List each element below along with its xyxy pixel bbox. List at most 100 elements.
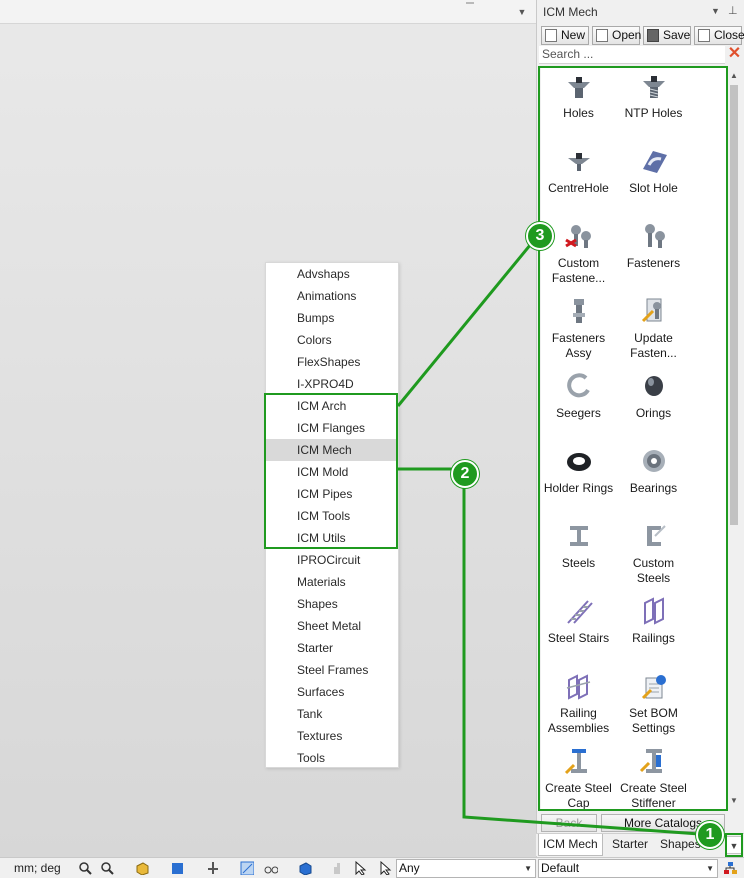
tile-label: Create Steel Cap	[545, 781, 612, 810]
tab-starter[interactable]: Starter	[612, 837, 649, 851]
scroll-up-icon[interactable]: ▲	[730, 71, 738, 80]
catalog-item[interactable]: Sheet Metal	[297, 619, 362, 633]
catalog-item-icm-mold[interactable]: ICM Mold	[297, 465, 349, 479]
style-select[interactable]: Default ▼	[538, 859, 718, 878]
custom-fasteners-icon	[564, 225, 591, 248]
tile-label: Holes	[563, 106, 594, 120]
chevron-down-icon: ▼	[524, 864, 532, 873]
catalog-tile-set-bom-settings[interactable]: Set BOM Settings	[616, 667, 691, 737]
catalog-item-icm-utils[interactable]: ICM Utils	[297, 531, 346, 545]
tab-shapes[interactable]: Shapes	[660, 837, 701, 851]
catalog-tile-centrehole[interactable]: CentreHole	[541, 142, 616, 212]
catalog-tile-slot-hole[interactable]: Slot Hole	[616, 142, 691, 212]
open-button[interactable]: Open	[592, 26, 641, 45]
catalog-tile-update-fasteners[interactable]: Update Fasten...	[616, 292, 691, 362]
pin-icon[interactable]: ⊥	[728, 5, 738, 17]
catalog-tile-bearings[interactable]: Bearings	[616, 442, 691, 512]
tab-icm-mech[interactable]: ICM Mech	[538, 834, 603, 856]
catalog-item[interactable]: Bumps	[297, 311, 335, 325]
chevron-down-icon[interactable]: ▼	[517, 7, 527, 17]
catalog-item[interactable]: Shapes	[297, 597, 338, 611]
catalog-item[interactable]: Tank	[297, 707, 323, 721]
tile-label: Steel Stairs	[547, 631, 610, 645]
catalog-tile-steel-stairs[interactable]: Steel Stairs	[541, 592, 616, 662]
ntp-hole-icon	[642, 76, 665, 98]
catalog-dropdown-button[interactable]: ▼	[726, 836, 742, 854]
catalog-tile-railing-assemblies[interactable]: Railing Assemblies	[541, 667, 616, 737]
catalog-item[interactable]: Textures	[297, 729, 343, 743]
catalog-tile-create-steel-stiffener[interactable]: Create Steel Stiffener	[616, 742, 691, 810]
fasteners-assy-icon	[572, 299, 585, 323]
catalog-tile-custom-steels[interactable]: Custom Steels	[616, 517, 691, 587]
catalog-item[interactable]: Colors	[297, 333, 332, 347]
catalog-item[interactable]: Starter	[297, 641, 334, 655]
tile-label: Update Fasten...	[630, 331, 677, 360]
filter-pointer-icon[interactable]	[378, 861, 392, 875]
save-button[interactable]: Save	[643, 26, 691, 45]
back-button[interactable]: Back	[541, 814, 597, 832]
network-icon[interactable]	[723, 861, 737, 875]
catalog-item[interactable]: I-XPRO4D	[297, 377, 354, 391]
catalog-item-icm-mech[interactable]: ICM Mech	[266, 439, 398, 461]
steel-stairs-icon	[566, 600, 593, 624]
close-button[interactable]: Close	[694, 26, 744, 45]
grid-scrollbar[interactable]: ▲ ▼	[727, 67, 741, 810]
catalog-item[interactable]: Tools	[297, 751, 326, 765]
render-mode-icon[interactable]	[170, 861, 184, 875]
catalog-tile-steels[interactable]: Steels	[541, 517, 616, 587]
catalog-item[interactable]: FlexShapes	[297, 355, 361, 369]
new-file-icon	[545, 29, 557, 42]
tile-label: CentreHole	[548, 181, 609, 195]
bearing-icon	[642, 450, 665, 472]
tile-label: Bearings	[629, 481, 678, 495]
catalog-tile-orings[interactable]: Orings	[616, 367, 691, 437]
header-divider	[466, 0, 474, 4]
clear-search-icon[interactable]: ✕	[727, 45, 742, 62]
tile-label: Custom Steels	[632, 556, 675, 585]
scrollbar-thumb[interactable]	[730, 85, 738, 525]
new-button[interactable]: New	[541, 26, 589, 45]
railing-icon	[643, 597, 664, 625]
catalog-tile-custom-fasteners[interactable]: Custom Fastene...	[541, 217, 616, 287]
catalog-item-icm-tools[interactable]: ICM Tools	[297, 509, 351, 523]
plane-icon[interactable]	[240, 861, 254, 875]
catalog-item[interactable]: Surfaces	[297, 685, 345, 699]
catalog-item-icm-arch[interactable]: ICM Arch	[297, 399, 347, 413]
catalog-tile-seegers[interactable]: Seegers	[541, 367, 616, 437]
catalog-tile-railings[interactable]: Railings	[616, 592, 691, 662]
search-input[interactable]: Search ...	[539, 46, 725, 64]
catalog-item[interactable]: IPROCircuit	[297, 553, 361, 567]
selection-filter-value: Any	[399, 861, 420, 875]
scroll-down-icon[interactable]: ▼	[730, 796, 738, 805]
catalog-item[interactable]: Animations	[297, 289, 357, 303]
hole-icon	[567, 77, 590, 98]
zoom-options-icon[interactable]	[100, 861, 114, 875]
catalog-tile-create-steel-cap[interactable]: Create Steel Cap	[541, 742, 616, 810]
tile-label: Railing Assemblies	[547, 706, 610, 735]
anchor-icon[interactable]	[206, 861, 220, 875]
units-readout[interactable]: mm; deg	[14, 861, 61, 875]
catalog-item-icm-pipes[interactable]: ICM Pipes	[297, 487, 353, 501]
catalog-item[interactable]: Steel Frames	[297, 663, 369, 677]
zoom-icon[interactable]	[78, 861, 92, 875]
tile-label: Slot Hole	[629, 181, 678, 195]
catalog-item-icm-flanges[interactable]: ICM Flanges	[297, 421, 366, 435]
selection-filter-select[interactable]: Any ▼	[396, 859, 536, 878]
hand-icon[interactable]	[330, 861, 344, 875]
steel-stiffener-icon	[639, 749, 662, 773]
catalog-tile-holes[interactable]: Holes	[541, 67, 616, 137]
catalog-tile-holder-rings[interactable]: Holder Rings	[541, 442, 616, 512]
catalog-item[interactable]: Advshaps	[297, 267, 350, 281]
catalog-tile-ntp-holes[interactable]: NTP Holes	[616, 67, 691, 137]
close-file-icon	[698, 29, 710, 42]
tile-label: Orings	[635, 406, 672, 420]
oring-icon	[644, 376, 663, 396]
catalog-tile-fasteners[interactable]: Fasteners	[616, 217, 691, 287]
catalog-tile-fasteners-assy[interactable]: Fasteners Assy	[541, 292, 616, 362]
select-pointer-icon[interactable]	[353, 861, 367, 875]
catalog-item[interactable]: Materials	[297, 575, 346, 589]
glasses-icon[interactable]	[264, 861, 278, 875]
view-cube-icon[interactable]	[135, 861, 149, 875]
chevron-down-icon[interactable]: ▼	[711, 6, 720, 16]
solid-box-icon[interactable]	[298, 861, 312, 875]
